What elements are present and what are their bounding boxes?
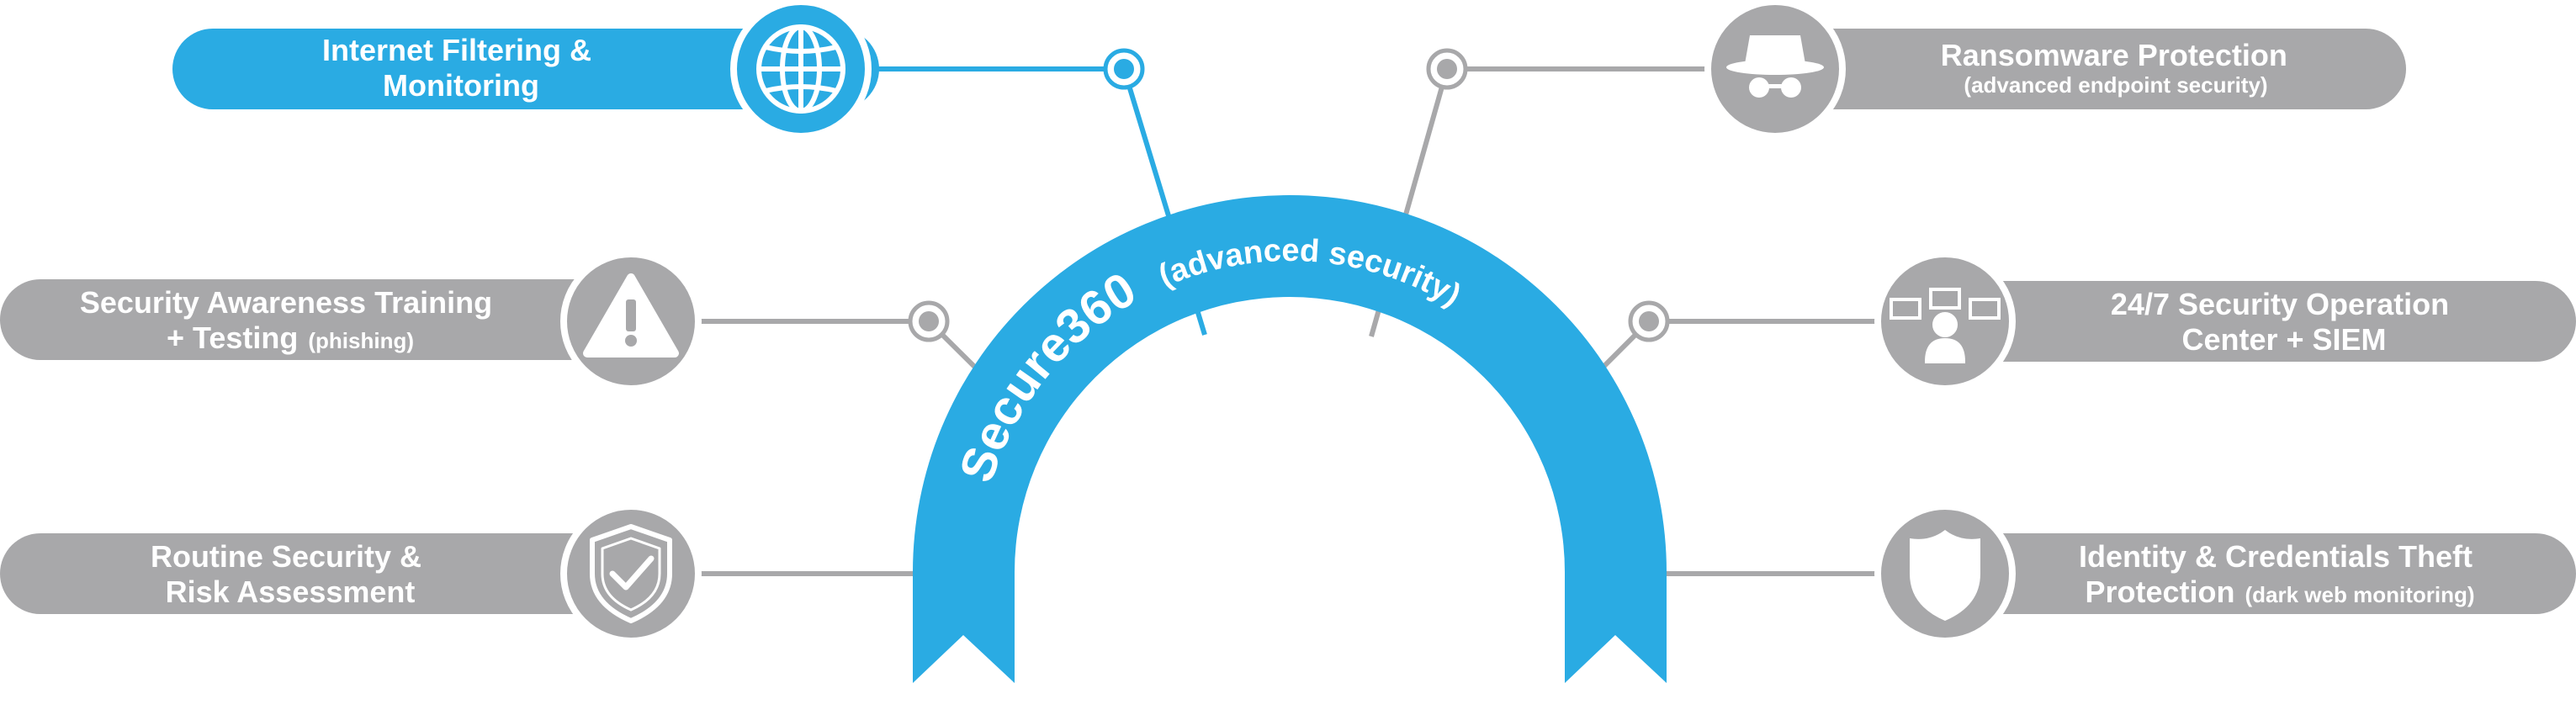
pill-security-awareness bbox=[0, 279, 698, 360]
label-line2: Protection bbox=[2085, 575, 2234, 609]
operator-monitors-icon bbox=[1890, 288, 2001, 363]
label-line2-small: (phishing) bbox=[308, 328, 414, 353]
label-line1: Identity & Credentials Theft bbox=[2079, 539, 2473, 574]
label-line1: Ransomware Protection bbox=[1941, 38, 2287, 72]
pill-ransomware bbox=[1708, 29, 2406, 109]
label-line2-wrap: + Testing (phishing) bbox=[167, 320, 414, 355]
label-line2: Center + SIEM bbox=[2181, 322, 2386, 357]
pill-internet-filtering bbox=[172, 29, 879, 109]
item-identity-theft: Identity & Credentials Theft Protection (… bbox=[1874, 503, 2576, 644]
junction-core-soc-siem bbox=[1639, 311, 1659, 331]
junction-dots bbox=[908, 48, 1670, 342]
item-risk-assessment: Routine Security & Risk Assessment bbox=[0, 503, 702, 644]
pill-text-internet-filtering: Internet Filtering & Monitoring bbox=[322, 33, 600, 103]
warning-icon bbox=[583, 273, 679, 358]
label-line2-small: (advanced endpoint security) bbox=[1964, 72, 2267, 98]
label-line1: Security Awareness Training bbox=[80, 285, 492, 320]
center-arc: Secure360 (advanced security) bbox=[913, 195, 1667, 683]
pill-text-ransomware: Ransomware Protection (advanced endpoint… bbox=[1941, 38, 2292, 98]
pill-text-identity-theft: Identity & Credentials Theft Protection (… bbox=[2079, 539, 2481, 609]
pill-text-security-awareness: Security Awareness Training + Testing (ph… bbox=[80, 285, 501, 355]
spy-hat-icon bbox=[1726, 35, 1824, 98]
pill-soc-siem bbox=[1878, 281, 2576, 362]
item-ransomware: Ransomware Protection (advanced endpoint… bbox=[1704, 0, 2406, 140]
globe-icon bbox=[756, 24, 845, 114]
arc-ribbon bbox=[913, 195, 1667, 683]
item-soc-siem: 24/7 Security Operation Center + SIEM bbox=[1874, 251, 2576, 392]
badge-shield-icon bbox=[1910, 530, 1980, 621]
pill-text-risk-assessment: Routine Security & Risk Assessment bbox=[151, 539, 430, 609]
label-line1: 24/7 Security Operation bbox=[2111, 287, 2449, 321]
item-security-awareness: Security Awareness Training + Testing (ph… bbox=[0, 251, 702, 392]
connector-lines bbox=[698, 66, 1878, 576]
item-internet-filtering: Internet Filtering & Monitoring bbox=[172, 0, 879, 140]
label-line2: + Testing bbox=[167, 320, 298, 355]
label-line2-wrap: Protection (dark web monitoring) bbox=[2085, 575, 2474, 609]
pill-identity-theft bbox=[1878, 533, 2576, 614]
junction-core-ransomware bbox=[1437, 59, 1457, 79]
label-line1: Routine Security & bbox=[151, 539, 421, 574]
shield-check-icon bbox=[590, 524, 672, 623]
pill-text-soc-siem: 24/7 Security Operation Center + SIEM bbox=[2111, 287, 2457, 357]
junction-core-internet-filtering bbox=[1114, 59, 1134, 79]
label-line2: Monitoring bbox=[383, 68, 539, 103]
label-line2: Risk Assessment bbox=[166, 575, 416, 609]
junction-core-security-awareness bbox=[919, 311, 939, 331]
label-line2-small: (dark web monitoring) bbox=[2245, 582, 2475, 607]
label-line1: Internet Filtering & bbox=[322, 33, 591, 67]
pill-risk-assessment bbox=[0, 533, 698, 614]
